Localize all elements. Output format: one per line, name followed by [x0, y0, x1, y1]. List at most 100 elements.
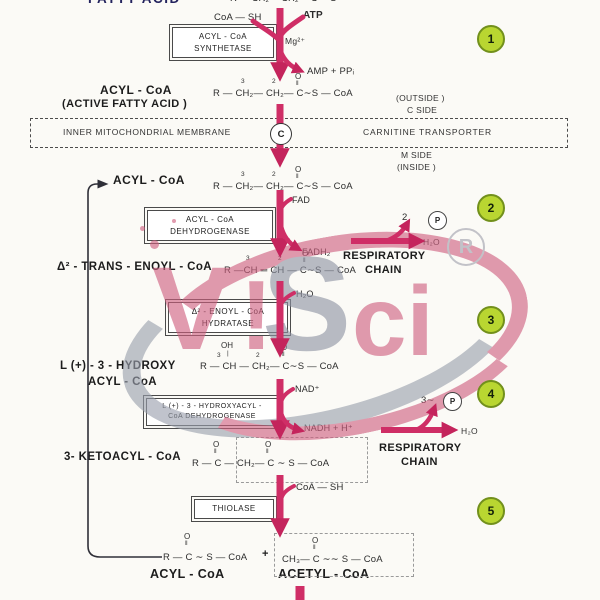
- h2o-label-resp1: H₂O: [423, 237, 440, 247]
- carnitine-transporter-label: CARNITINE TRANSPORTER: [363, 127, 492, 137]
- arrow-resp1-phosphate: [385, 218, 411, 244]
- enzyme-box-enoyl-coa-hydratase: Δ² - ENOYL - CoA HYDRATASE: [165, 298, 291, 337]
- arrow-amp-out: [278, 51, 305, 74]
- acyl-coa-active-label-2: (ACTIVE FATTY ACID ): [62, 98, 188, 110]
- fadh2-label: FADH₂: [302, 247, 331, 257]
- enzyme1-line1: ACYL - CoA: [198, 32, 248, 41]
- cleavage-dashed-box: [236, 437, 368, 483]
- carbon-2-number: 2: [272, 171, 276, 178]
- c-side-label: C SIDE: [407, 105, 438, 115]
- h2o-label-resp2: H₂O: [461, 426, 478, 436]
- arrow-atp-in: [278, 14, 306, 38]
- enzyme-box-acyl-coa-dehydrogenase: ACYL - CoA DEHYDROGENASE: [144, 206, 276, 245]
- trans-enoyl-coa-label: Δ² - TRANS - ENOYL - CoA: [57, 261, 213, 273]
- formula-acyl-coa-matrix: 3 2 O ‖ R — CH₂— CH₂— C∼S — CoA: [213, 165, 363, 192]
- arrow-fadh2-out: [278, 225, 303, 252]
- step-badge-5: 5: [477, 497, 505, 525]
- double-bond: ‖: [282, 351, 285, 358]
- formula-text: R — CH₂— CH₂— C∼S — CoA: [213, 88, 353, 99]
- enzyme5-label: THIOLASE: [212, 504, 256, 513]
- respiratory-label-2: RESPIRATORY: [379, 442, 462, 454]
- watermark-registered-mark: R: [447, 228, 485, 266]
- step-badge-1: 1: [477, 25, 505, 53]
- formula-text: R — C ∼ S — CoA: [163, 552, 248, 563]
- watermark-dot-1: [150, 240, 159, 249]
- keto-double-bond: ‖: [214, 448, 217, 455]
- arrow-nadh-out: [278, 412, 306, 435]
- coa-sh-label-2: CoA — SH: [296, 482, 344, 493]
- carbon-3-number: 3: [241, 78, 245, 85]
- formula-acyl-coa-product: O ‖ R — C ∼ S — CoA: [163, 532, 258, 566]
- h2o-in-label: H₂O: [296, 289, 314, 299]
- watermark-dot-2: [140, 226, 145, 231]
- membrane-label: INNER MITOCHONDRIAL MEMBRANE: [63, 127, 231, 137]
- atp-label: ATP: [303, 10, 323, 21]
- carbonyl-o: O: [295, 165, 302, 174]
- carbonyl-o: O: [295, 72, 302, 81]
- formula-text: R — CH — CH₂— C∼S — CoA: [200, 361, 339, 372]
- formula-hydroxyacyl-coa: OH 3 | 2 O ‖ R — CH — CH₂— C∼S — CoA: [200, 341, 350, 373]
- enzyme-box-acyl-coa-synthetase: ACYL - CoA SYNTHETASE: [169, 23, 277, 62]
- step-badge-3: 3: [477, 306, 505, 334]
- arrow-fad-in: [278, 197, 293, 214]
- chain-label-1: CHAIN: [365, 264, 402, 276]
- watermark-letters-ci: ci: [352, 266, 434, 376]
- double-bond: ‖: [266, 448, 269, 455]
- inside-label: (INSIDE ): [397, 162, 437, 172]
- arrow-resp2-phosphate: [415, 403, 438, 433]
- formula-text: CH₃— C ∼∼ S — CoA: [282, 554, 383, 565]
- chain-label-2: CHAIN: [401, 456, 438, 468]
- nad-label: NAD⁺: [295, 384, 320, 394]
- two-phosphate-count: 2: [402, 212, 408, 223]
- plus-sign: +: [262, 548, 269, 560]
- acetyl-dashed-box: [274, 533, 414, 577]
- arrow-coash2-in: [279, 484, 296, 502]
- fatty-acid-label: FATTY ACID: [88, 0, 181, 6]
- formula-text: R — CH₂— CH₂— C∼S — CoA: [213, 181, 353, 192]
- ketoacyl-coa-label: 3- KETOACYL - CoA: [64, 451, 181, 463]
- carbonyl-o: O: [184, 532, 191, 541]
- carbon-3-number: 3: [246, 255, 250, 262]
- acetyl-coa-product-label: ACETYL - CoA: [278, 567, 370, 581]
- coa-sh-label: CoA — SH: [214, 12, 262, 23]
- formula-acyl-coa-active: 3 2 O ‖ R — CH₂— CH₂— C∼S — CoA: [213, 72, 363, 99]
- carbon-2-number: 2: [256, 352, 260, 359]
- arrow-nad-in: [279, 387, 295, 405]
- carbon-2-number: 2: [278, 255, 282, 262]
- enzyme1-line2: SYNTHETASE: [194, 43, 252, 53]
- formula-ketoacyl-coa: O ‖ O ‖ R — C — CH₂— C ∼ S — CoA: [192, 440, 342, 470]
- enzyme3-line1: Δ² - ENOYL - CoA: [191, 307, 265, 316]
- enzyme-box-thiolase: THIOLASE: [191, 496, 277, 522]
- mg-label: Mg²⁺: [285, 36, 306, 46]
- acyl-coa-label-2: ACYL - CoA: [113, 173, 185, 187]
- nadh-label: NADH + H⁺: [304, 423, 353, 433]
- phosphate-circle-2: P: [443, 392, 462, 411]
- enzyme2-line2: DEHYDROGENASE: [170, 226, 250, 236]
- double-bond: ‖: [303, 257, 306, 264]
- enzyme2-line1: ACYL - CoA: [185, 215, 235, 224]
- outside-label: (OUTSIDE ): [396, 93, 445, 103]
- keto-o: O: [213, 440, 220, 449]
- step-badge-4: 4: [477, 380, 505, 408]
- carnitine-c-circle: C: [270, 123, 292, 145]
- carbonyl-o: O: [312, 536, 319, 545]
- amp-ppi-label: AMP + PPᵢ: [307, 66, 355, 77]
- double-bond: ‖: [296, 173, 299, 180]
- carbon-3-number: 3: [241, 171, 245, 178]
- formula-trans-enoyl-coa: 3 2 O ‖ R —CH ═ CH — C∼S — CoA: [224, 249, 364, 276]
- fatty-acid-formula-cut: R — CH₂— CH₂— C ═ O: [230, 0, 337, 4]
- formula-text: R — C — CH₂— C ∼ S — CoA: [192, 458, 330, 469]
- step-badge-2: 2: [477, 194, 505, 222]
- carbonyl-o: O: [265, 440, 272, 449]
- hydroxyl-oh: OH: [221, 341, 233, 350]
- formula-text: R —CH ═ CH — C∼S — CoA: [224, 265, 357, 276]
- formula-acetyl-coa: O ‖ CH₃— C ∼∼ S — CoA: [282, 536, 402, 568]
- single-bond: |: [227, 350, 229, 357]
- acyl-coa-active-label-1: ACYL - CoA: [100, 83, 172, 97]
- fad-label: FAD: [292, 195, 311, 205]
- hydroxy-label-2: ACYL - CoA: [88, 376, 157, 388]
- carbon-2-number: 2: [272, 78, 276, 85]
- double-bond: ‖: [185, 540, 188, 547]
- enzyme4-line2: CoA DEHYDROGENASE: [168, 413, 256, 421]
